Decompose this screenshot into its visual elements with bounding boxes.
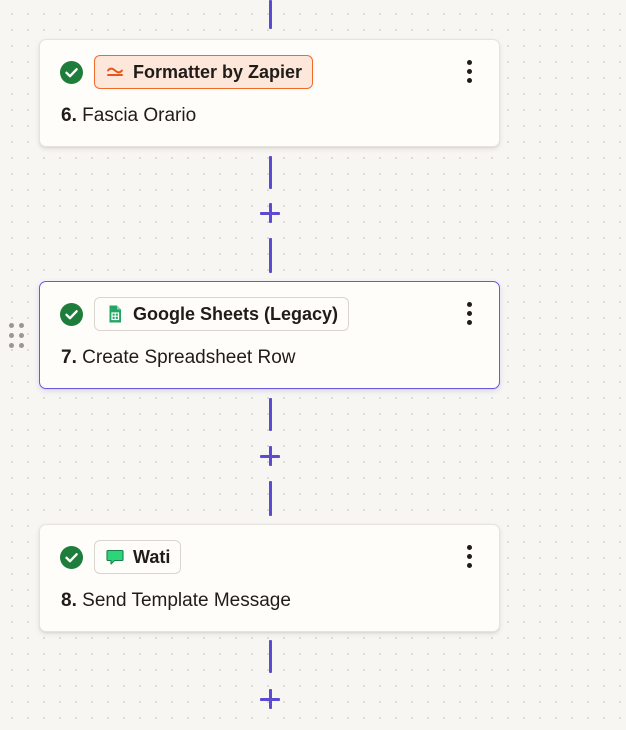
more-vertical-icon[interactable] [459, 300, 479, 328]
add-step-button[interactable] [257, 443, 283, 469]
app-name: Formatter by Zapier [133, 61, 303, 82]
step-number: 7. [61, 347, 77, 368]
app-name: Wati [133, 546, 171, 567]
check-circle-icon [60, 61, 83, 84]
app-chip-wati[interactable]: Wati [94, 540, 182, 574]
step-card-7[interactable]: Google Sheets (Legacy) 7. Create Spreads… [39, 281, 500, 389]
step-name: Fascia Orario [82, 105, 197, 126]
step-number: 8. [61, 590, 77, 611]
connector-line [269, 481, 272, 516]
step-title: 7. Create Spreadsheet Row [61, 347, 295, 369]
step-title: 6. Fascia Orario [61, 105, 196, 127]
step-name: Create Spreadsheet Row [82, 347, 296, 368]
step-number: 6. [61, 105, 77, 126]
add-step-button[interactable] [257, 686, 283, 712]
check-circle-icon [60, 546, 83, 569]
connector-line [269, 156, 272, 189]
app-chip-formatter[interactable]: Formatter by Zapier [94, 55, 314, 89]
drag-handle-icon[interactable] [7, 321, 27, 351]
connector-line-top [269, 0, 272, 29]
formatter-icon [105, 62, 125, 82]
app-chip-google-sheets[interactable]: Google Sheets (Legacy) [94, 297, 350, 331]
more-vertical-icon[interactable] [459, 58, 479, 86]
connector-line [269, 640, 272, 673]
google-sheets-icon [105, 304, 125, 324]
step-card-6[interactable]: Formatter by Zapier 6. Fascia Orario [39, 39, 500, 147]
step-card-8[interactable]: Wati 8. Send Template Message [39, 524, 500, 632]
connector-line [269, 398, 272, 431]
step-name: Send Template Message [82, 590, 291, 611]
app-name: Google Sheets (Legacy) [133, 303, 339, 324]
add-step-button[interactable] [257, 200, 283, 226]
check-circle-icon [60, 303, 83, 326]
step-title: 8. Send Template Message [61, 590, 291, 612]
wati-icon [105, 547, 125, 567]
more-vertical-icon[interactable] [459, 543, 479, 571]
connector-line [269, 238, 272, 273]
